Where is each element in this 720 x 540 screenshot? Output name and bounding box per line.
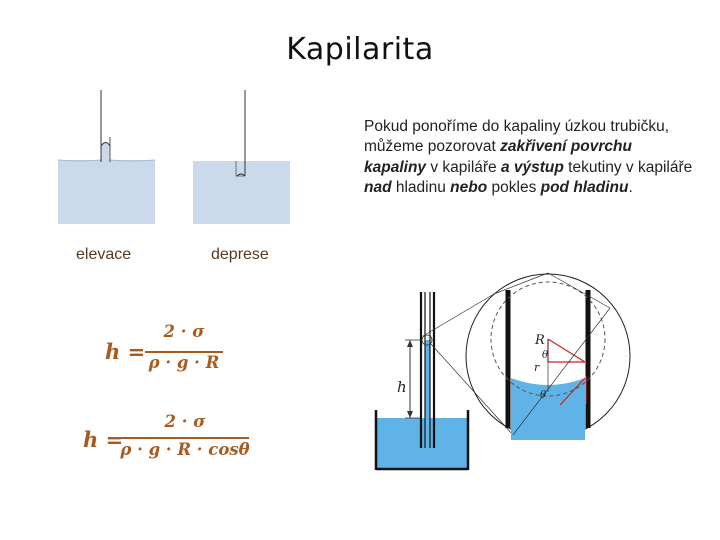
paragraph-text: hladinu [391,179,451,197]
paragraph-emphasis: zakřivení povrchu kapaliny [364,138,632,176]
formula-simple-lhs: h = [105,339,146,364]
deprese-beaker [193,90,290,224]
formula-with-angle: h = 2 · σ ρ · g · R · cosθ [83,412,263,472]
formula-simple: h = 2 · σ ρ · g · R [105,322,235,382]
formula-simple-numerator: 2 · σ [163,322,205,341]
paragraph-text: v kapiláře [426,158,501,176]
formula-simple-fraction-bar [145,351,223,353]
formula-angle-lhs: h = [83,427,124,452]
formula-angle-denominator: ρ · g · R · cosθ [120,440,250,459]
paragraph-emphasis: nebo [450,179,488,197]
paragraph-text: tekutiny v kapiláře [563,158,693,176]
description-paragraph: Pokud ponoříme do kapaliny úzkou trubičk… [364,117,694,199]
elevace-label: elevace [76,246,132,263]
formula-angle-numerator: 2 · σ [164,412,206,431]
paragraph-emphasis: pod hladinu [540,179,629,197]
page-title: Kapilarita [286,32,434,67]
paragraph-text: Pokud ponoříme do kapaliny úzkou trubičk… [364,118,670,156]
paragraph-text: . [628,179,633,197]
formula-angle-fraction-bar [121,437,249,439]
h-label: h [397,378,407,396]
capillary-diagram [374,272,631,471]
elevace-beaker [57,90,156,224]
R-label: R [534,333,545,348]
paragraph-emphasis: a výstup [500,158,564,176]
r-label: r [534,361,540,374]
formula-simple-denominator: ρ · g · R [148,353,220,372]
theta-label: θ [542,350,548,361]
theta2-label: θ [540,390,546,401]
paragraph-text: pokles [487,179,541,197]
deprese-label: deprese [211,246,269,263]
paragraph-emphasis: nad [364,179,392,197]
